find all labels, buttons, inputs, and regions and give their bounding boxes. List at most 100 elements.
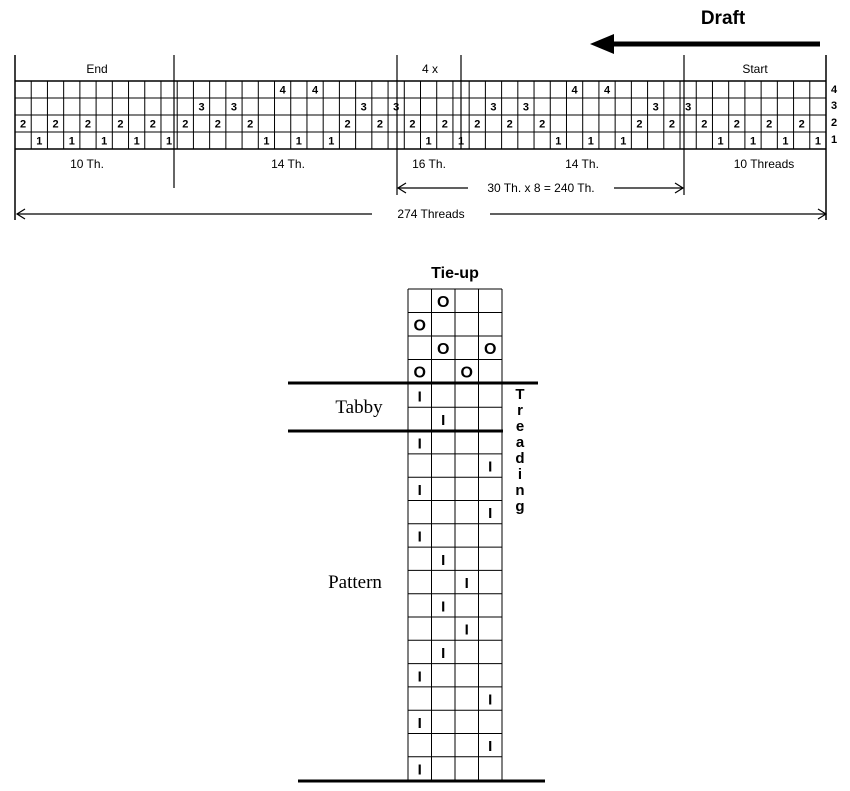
threading-mark: 2 (734, 119, 740, 131)
threading-mark: 4 (604, 85, 611, 97)
treading-vertical-letter: n (515, 482, 524, 499)
repeat-dimension (396, 182, 685, 194)
tabby-label: Tabby (335, 397, 383, 418)
threading-mark: 2 (669, 119, 675, 131)
threading-mark: 1 (620, 136, 626, 148)
threading-mark: 3 (393, 102, 399, 114)
treading-mark: I (441, 552, 445, 569)
threading-mark: 1 (101, 136, 107, 148)
tieup-mark: O (414, 317, 426, 334)
treading-vertical-letter: T (515, 386, 524, 403)
threading-mark: 2 (507, 119, 513, 131)
threading-mark: 1 (134, 136, 140, 148)
threading-marks: 2121212121232321414123232121232321414123… (20, 85, 821, 148)
threading-mark: 2 (636, 119, 642, 131)
treading-mark: I (418, 528, 422, 545)
threading-mark: 3 (490, 102, 496, 114)
threading-grid (14, 80, 827, 150)
draft-title: Draft (701, 8, 746, 29)
segment-label-repeat: 4 x (422, 62, 438, 76)
treading-mark: I (418, 435, 422, 452)
threading-mark: 2 (766, 119, 772, 131)
threading-mark: 2 (215, 119, 221, 131)
direction-arrow (590, 34, 820, 54)
shaft-number-2: 2 (831, 117, 837, 129)
threading-mark: 2 (182, 119, 188, 131)
tieup-mark: O (461, 364, 473, 381)
segment-label-end: End (86, 62, 107, 76)
threading-mark: 4 (280, 85, 287, 97)
threading-mark: 2 (701, 119, 707, 131)
tieup-mark: O (484, 341, 496, 358)
threading-mark: 1 (750, 136, 756, 148)
treading-mark: I (441, 645, 445, 662)
threading-mark: 3 (653, 102, 659, 114)
threading-mark: 2 (409, 119, 415, 131)
shaft-number-4: 4 (831, 84, 838, 96)
treading-mark: I (488, 738, 492, 755)
tieup-mark: O (414, 364, 426, 381)
threading-mark: 2 (474, 119, 480, 131)
threading-mark: 2 (539, 119, 545, 131)
threading-mark: 2 (85, 119, 91, 131)
treading-mark: I (441, 598, 445, 615)
threading-mark: 1 (718, 136, 724, 148)
treading-vertical-letter: g (515, 498, 524, 515)
threading-mark: 2 (20, 119, 26, 131)
threading-mark: 3 (523, 102, 529, 114)
threading-mark: 1 (782, 136, 788, 148)
shaft-number-3: 3 (831, 100, 837, 112)
treading-mark: I (441, 412, 445, 429)
threading-mark: 2 (150, 119, 156, 131)
threading-mark: 2 (344, 119, 350, 131)
threading-mark: 1 (69, 136, 75, 148)
thread-count-start: 10 Threads (734, 157, 795, 171)
threading-mark: 1 (458, 136, 464, 148)
total-dimension (15, 208, 828, 220)
threading-mark: 3 (231, 102, 237, 114)
treading-mark: I (418, 668, 422, 685)
treading-vertical-letter: i (518, 466, 522, 483)
threading-mark: 1 (426, 136, 432, 148)
treading-mark: I (465, 622, 469, 639)
threading-mark: 1 (555, 136, 561, 148)
treading-mark: I (418, 715, 422, 732)
treading-grid (407, 383, 503, 781)
treading-vertical-letter: d (515, 450, 524, 467)
threading-mark: 2 (799, 119, 805, 131)
thread-count-right-14: 14 Th. (565, 157, 599, 171)
segment-label-start: Start (742, 62, 768, 76)
threading-mark: 1 (166, 136, 172, 148)
thread-count-left-14: 14 Th. (271, 157, 305, 171)
threading-mark: 1 (263, 136, 269, 148)
tieup-mark: O (437, 294, 449, 311)
thread-count-16: 16 Th. (412, 157, 446, 171)
threading-mark: 2 (52, 119, 58, 131)
treading-vertical-letter: a (516, 434, 525, 451)
treading-mark: I (418, 761, 422, 778)
threading-mark: 2 (117, 119, 123, 131)
threading-mark: 3 (685, 102, 691, 114)
treading-mark: I (418, 389, 422, 406)
treading-vertical-letter: e (516, 418, 524, 435)
total-label: 274 Threads (397, 207, 464, 221)
threading-mark: 1 (328, 136, 334, 148)
treading-mark: I (418, 482, 422, 499)
threading-mark: 2 (247, 119, 253, 131)
threading-mark: 4 (312, 85, 319, 97)
threading-mark: 4 (572, 85, 579, 97)
treading-mark: I (488, 505, 492, 522)
threading-mark: 1 (296, 136, 302, 148)
shaft-number-1: 1 (831, 134, 837, 146)
threading-mark: 3 (198, 102, 204, 114)
threading-mark: 1 (815, 136, 821, 148)
treading-vertical-letter: r (517, 402, 523, 419)
threading-mark: 3 (361, 102, 367, 114)
pattern-label: Pattern (328, 572, 382, 593)
threading-mark: 2 (377, 119, 383, 131)
thread-count-end: 10 Th. (70, 157, 104, 171)
